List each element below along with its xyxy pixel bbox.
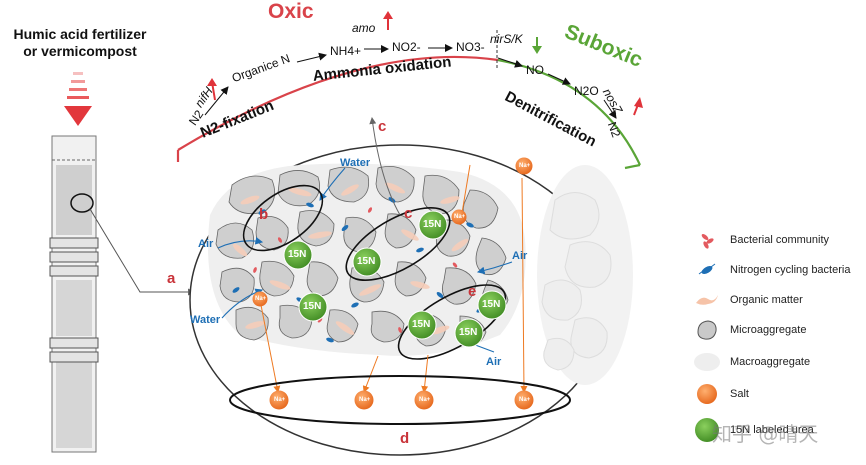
salt-circle: Na+ <box>252 291 268 307</box>
salt-circle: Na+ <box>269 390 289 410</box>
isotope-circle: 15N <box>407 310 437 340</box>
isotope-label: 15N <box>303 301 322 312</box>
sub-label-a: a <box>167 270 176 287</box>
isotope-circle: 15N <box>477 290 507 320</box>
sub-label-d: d <box>400 430 410 447</box>
chem-no2: NO2- <box>392 40 421 54</box>
isotope-label: 15N <box>482 299 501 310</box>
salt-circle: Na+ <box>354 390 374 410</box>
salt-circle: Na+ <box>414 390 434 410</box>
gene-nirsk: nirS/K <box>490 32 523 46</box>
nitrogen-cycling-bacteria-icon <box>692 258 722 282</box>
ghost-aggregate <box>537 165 633 385</box>
source-label: Humic acid fertilizer or vermicompost <box>13 26 147 59</box>
sub-label-c-top: c <box>378 118 387 135</box>
legend-label: Macroaggregate <box>730 356 811 368</box>
legend-item: Macroaggregate <box>692 350 810 374</box>
salt-label: Na+ <box>519 163 531 169</box>
flow-air-left: Air <box>198 238 214 250</box>
organic-matter-icon <box>692 288 722 312</box>
salt-circle: Na+ <box>451 209 467 225</box>
flow-air-bottom: Air <box>486 356 502 368</box>
salt-label: Na+ <box>419 397 431 403</box>
legend-label: Microaggregate <box>730 324 807 336</box>
flow-water-top: Water <box>340 157 371 169</box>
labeled-urea-icon <box>692 418 722 442</box>
oxic-arc <box>177 55 499 151</box>
salt-icon <box>692 382 722 406</box>
isotope-circle: 15N <box>283 240 313 270</box>
gene-amo: amo <box>352 21 376 35</box>
legend-label: 15N labeled urea <box>730 424 814 436</box>
isotope-label: 15N <box>423 219 442 230</box>
flow-water-left: Water <box>190 314 221 326</box>
zone-d-ellipse <box>229 375 571 425</box>
isotope-label: 15N <box>288 249 307 260</box>
chem-n2o: N2O <box>574 84 599 98</box>
legend-item: Organic matter <box>692 288 803 312</box>
macroaggregate-icon <box>692 350 722 374</box>
legend-item: Salt <box>692 382 749 406</box>
isotope-circle: 15N <box>418 210 448 240</box>
legend-item: 15N labeled urea <box>692 418 814 442</box>
soil-column <box>49 135 195 453</box>
salt-label: Na+ <box>274 397 286 403</box>
zone-b-ellipse <box>242 184 324 252</box>
sub-label-b: b <box>259 206 269 223</box>
chem-nh4: NH4+ <box>330 44 362 58</box>
salt-label: Na+ <box>359 397 371 403</box>
salt-circle: Na+ <box>515 157 533 175</box>
legend-item: Bacterial community <box>692 228 829 252</box>
legend-label: Bacterial community <box>730 234 830 246</box>
isotope-circle: 15N <box>454 318 484 348</box>
flow-air-right: Air <box>512 250 528 262</box>
bacterial-community-icon <box>692 228 722 252</box>
legend-item: Nitrogen cycling bacteria <box>692 258 850 282</box>
legend-label: Nitrogen cycling bacteria <box>730 264 851 276</box>
fertilizer-arrow <box>64 72 92 126</box>
zone-c-ellipse <box>345 207 451 281</box>
legend-label: Salt <box>730 388 749 400</box>
microaggregate-icon <box>692 318 722 342</box>
sub-label-c-mid: c <box>404 205 413 222</box>
legend-label: Organic matter <box>730 294 803 306</box>
zone-oxic: Oxic <box>268 0 314 23</box>
isotope-label: 15N <box>459 327 478 338</box>
isotope-label: 15N <box>357 256 376 267</box>
legend-item: Microaggregate <box>692 318 806 342</box>
sub-label-e: e <box>468 283 477 300</box>
chem-no: NO <box>526 63 544 77</box>
salt-label: Na+ <box>255 296 267 302</box>
isotope-label: 15N <box>412 319 431 330</box>
isotope-circle: 15N <box>352 247 382 277</box>
salt-circle: Na+ <box>514 390 534 410</box>
chem-no3: NO3- <box>456 40 485 54</box>
watermark: 知乎 @晴天 <box>712 422 819 446</box>
isotope-circle: 15N <box>298 292 328 322</box>
salt-label: Na+ <box>454 214 466 220</box>
salt-label: Na+ <box>519 397 531 403</box>
